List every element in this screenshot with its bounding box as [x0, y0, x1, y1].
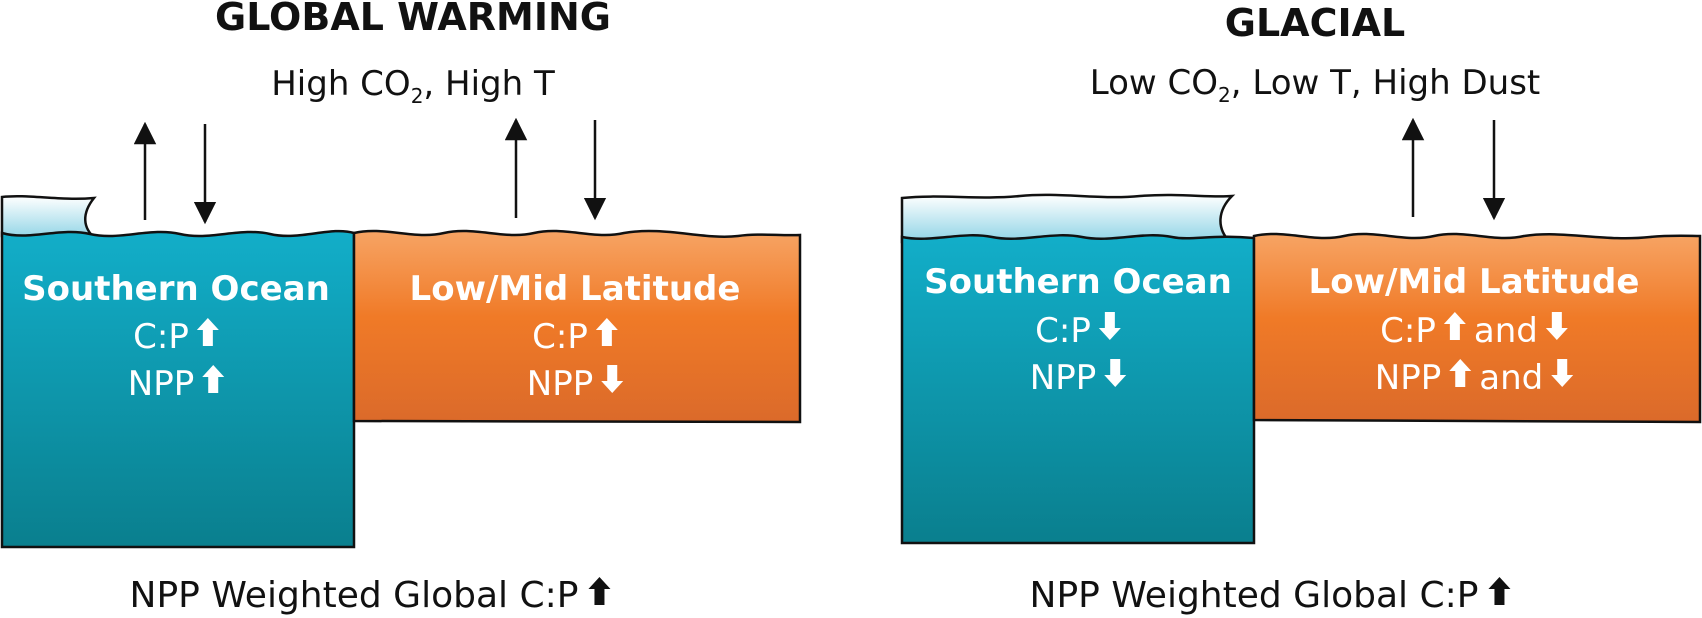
box-title: Southern Ocean — [22, 269, 330, 309]
arrow-down-icon — [1104, 359, 1127, 387]
box-line: NPP — [128, 364, 225, 404]
arrow-up-icon — [1449, 359, 1472, 387]
box-title: Low/Mid Latitude — [1309, 262, 1640, 302]
arrow-down-icon — [1545, 312, 1568, 340]
box-title: Southern Ocean — [924, 262, 1232, 302]
line-label: NPP — [128, 364, 194, 404]
arrow-down-icon — [601, 365, 624, 393]
panel-title: GLOBAL WARMING — [215, 0, 611, 39]
footers: NPP Weighted Global C:P NPP Weighted Glob… — [130, 575, 1511, 616]
line-label: NPP — [527, 364, 593, 404]
arrow-up-icon — [196, 318, 219, 346]
box-line: NPP — [527, 364, 624, 404]
panel-glacial: GLACIAL Low CO2, Low T, High Dust Southe… — [900, 1, 1702, 545]
low-mid-latitude-box: Low/Mid Latitude — [1252, 232, 1702, 424]
low-mid-latitude-box: Low/Mid Latitude — [352, 229, 802, 424]
arrow-up-icon — [202, 365, 225, 393]
arrow-up-icon — [595, 318, 618, 346]
box-line: C:P — [532, 317, 618, 357]
box-title: Low/Mid Latitude — [410, 269, 741, 309]
box-line: C:P — [1035, 311, 1121, 351]
line-joiner: and — [1474, 311, 1538, 351]
box-line: C:P and — [1380, 311, 1568, 351]
arrow-down-icon — [1098, 312, 1121, 340]
footer-text: NPP Weighted Global C:P — [1030, 575, 1479, 616]
line-label: C:P — [133, 317, 189, 357]
arrow-up-icon — [588, 577, 611, 605]
flux-arrows — [1401, 117, 1506, 221]
line-label: NPP — [1375, 358, 1441, 398]
line-label: C:P — [532, 317, 588, 357]
conditions-label: High CO2, High T — [271, 64, 555, 108]
box-line: NPP and — [1375, 358, 1574, 398]
sea-ice — [900, 193, 1236, 244]
conditions-label: Low CO2, Low T, High Dust — [1090, 63, 1541, 107]
arrow-up-icon — [1488, 577, 1511, 605]
line-label: C:P — [1380, 311, 1436, 351]
line-joiner: and — [1479, 358, 1543, 398]
arrow-up-icon — [1443, 312, 1466, 340]
box-line: C:P — [133, 317, 219, 357]
footer-label: NPP Weighted Global C:P — [1030, 575, 1511, 616]
panel-title: GLACIAL — [1225, 1, 1405, 45]
footer-label: NPP Weighted Global C:P — [130, 575, 611, 616]
panel-global-warming: GLOBAL WARMING High CO2, High T Southern… — [0, 0, 802, 549]
southern-ocean-box: Southern Ocean — [0, 229, 356, 549]
line-label: NPP — [1030, 358, 1096, 398]
line-label: C:P — [1035, 311, 1091, 351]
arrow-down-icon — [1551, 359, 1574, 387]
southern-ocean-box: Southern Ocean — [900, 234, 1256, 545]
flux-arrows — [133, 117, 607, 225]
box-line: NPP — [1030, 358, 1127, 398]
footer-text: NPP Weighted Global C:P — [130, 575, 579, 616]
